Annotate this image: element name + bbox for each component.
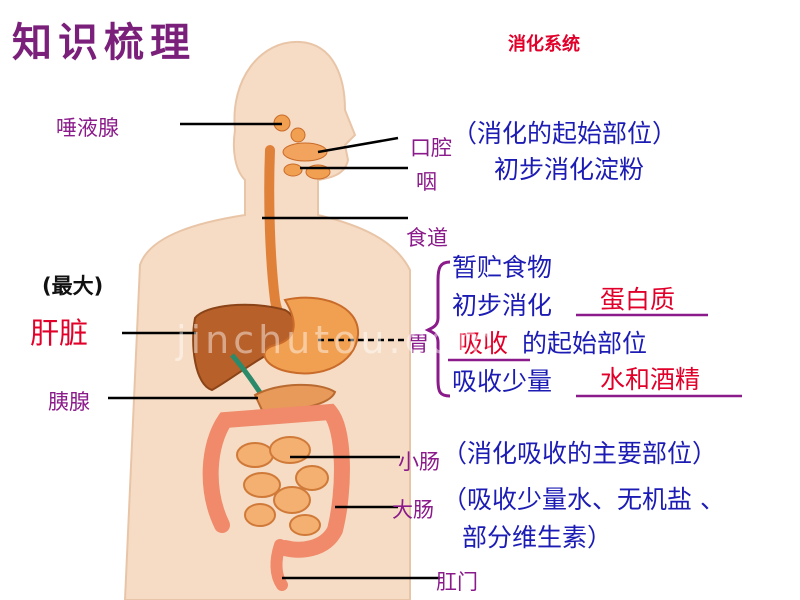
large-intestine-shape	[202, 403, 350, 558]
label-liver: 肝脏	[30, 316, 89, 350]
note-mouth-starch: 初步消化淀粉	[494, 155, 645, 184]
label-largest: (最大)	[42, 274, 104, 298]
pointer-lines	[108, 122, 440, 580]
stomach-shape	[263, 296, 360, 375]
fill-protein: 蛋白质	[600, 285, 676, 314]
note-mouth-start: （消化的起始部位）	[452, 119, 678, 148]
label-anus: 肛门	[436, 570, 478, 594]
label-small-intestine: 小肠	[398, 450, 440, 474]
fill-water-alcohol: 水和酒精	[600, 365, 701, 394]
note-stomach-absorb-little: 吸收少量	[452, 367, 553, 396]
label-esophagus: 食道	[406, 226, 448, 250]
label-pancreas: 胰腺	[48, 390, 90, 414]
note-stomach-start: 的起始部位	[522, 329, 648, 358]
note-small-intestine: （消化吸收的主要部位）	[442, 439, 718, 468]
note-large-intestine-1: （吸收少量水、无机盐 、	[442, 485, 725, 514]
label-large-intestine: 大肠	[392, 498, 434, 522]
diagram-subtitle: 消化系统	[508, 34, 580, 55]
note-stomach-store: 暂贮食物	[452, 253, 553, 282]
small-intestine-coils	[236, 436, 329, 536]
watermark: jinchutou.com	[176, 318, 498, 362]
stomach-brace	[424, 260, 451, 398]
rectum-shape	[270, 539, 288, 591]
note-large-intestine-2: 部分维生素）	[462, 523, 613, 552]
page-title: 知识梳理	[12, 19, 196, 66]
answer-underlines	[448, 313, 742, 398]
label-pharynx: 咽	[416, 170, 437, 194]
label-mouth: 口腔	[410, 136, 452, 160]
fill-absorb: 吸收	[458, 329, 509, 358]
note-stomach-digest: 初步消化	[452, 291, 553, 320]
label-stomach: 胃	[408, 332, 429, 356]
label-salivary-gland: 唾液腺	[56, 116, 119, 140]
